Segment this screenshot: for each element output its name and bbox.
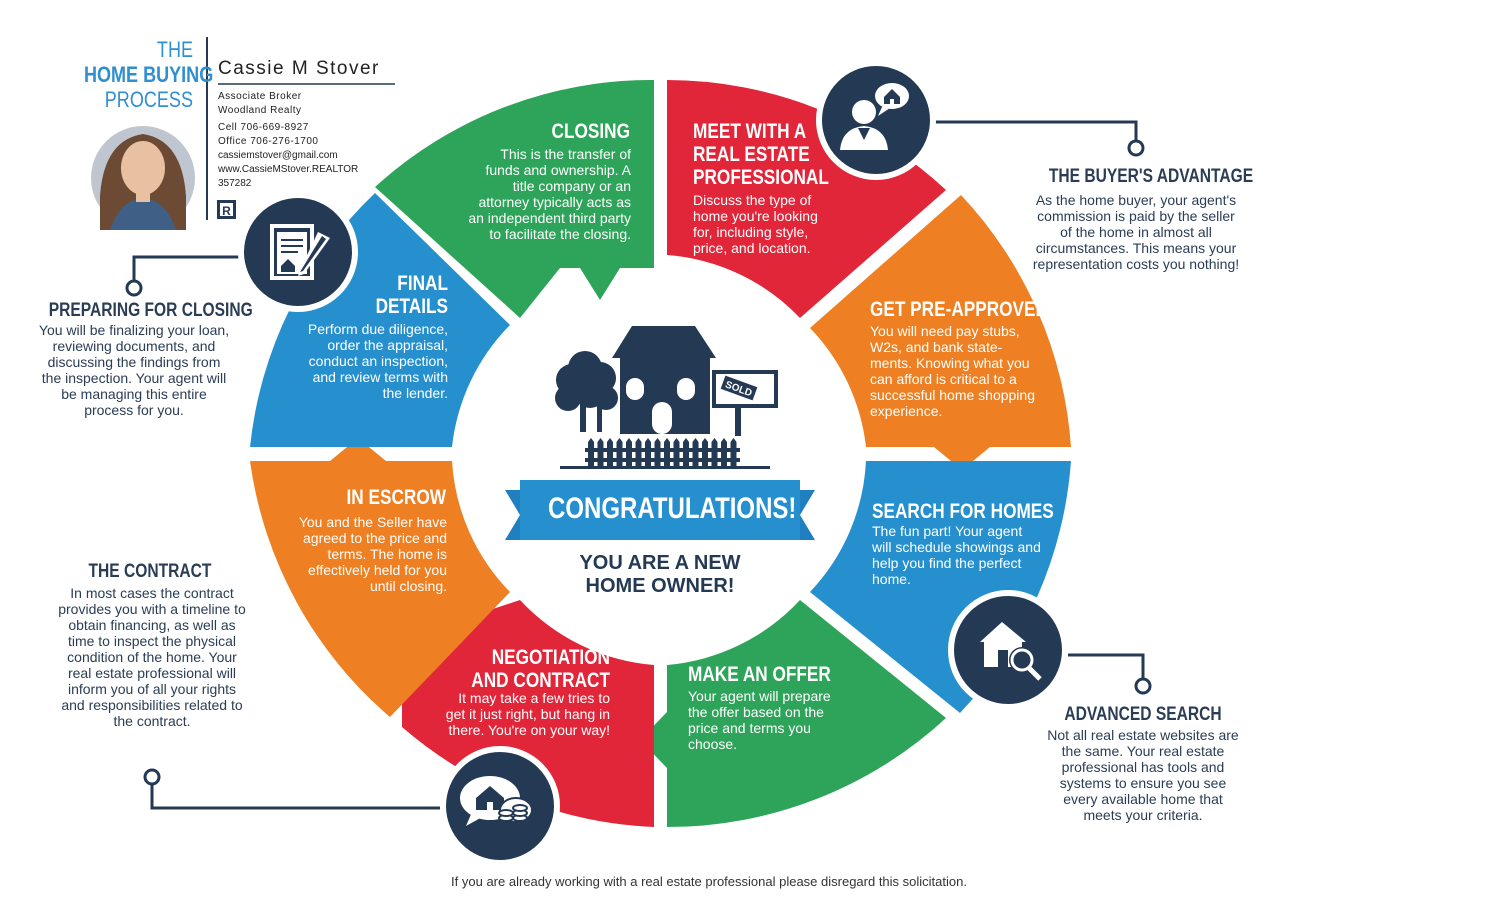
segment-escrow	[250, 438, 510, 717]
connector-buyers-advantage	[935, 120, 1138, 142]
agent-license: 357282	[218, 178, 252, 189]
banner-text: CONGRATULATIONS!	[548, 492, 797, 525]
segment-negotiation-body: It may take a few tries to get it just r…	[445, 690, 610, 738]
realtor-badge-letter: R	[222, 204, 231, 218]
fence-post	[626, 438, 632, 468]
segment-offer-title: MAKE AN OFFER	[688, 663, 831, 686]
icon-coins-circle	[440, 746, 560, 866]
buyers-advantage-title: THE BUYER'S ADVANTAGE	[1048, 166, 1254, 187]
segment-escrow-body: You and the Seller have agreed to the pr…	[298, 514, 447, 594]
fence-post	[597, 438, 604, 468]
segment-preapproved-title: GET PRE-APPROVED	[870, 298, 1048, 321]
brand-line-2: HOME BUYING	[83, 62, 214, 87]
segment-offer	[640, 600, 946, 828]
fence-post	[702, 438, 708, 468]
house-coins-chat-icon	[460, 776, 533, 826]
segment-offer-body: Your agent will prepare the offer based …	[688, 688, 831, 752]
tree-icon	[555, 351, 618, 432]
brand-title: THE HOME BUYING PROCESS	[60, 37, 214, 112]
brand-line-3: PROCESS	[104, 87, 193, 112]
segment-closing-body: This is the transfer of funds and owners…	[468, 146, 631, 242]
segment-escrow-title: IN ESCROW	[346, 486, 446, 509]
segment-closing-title: CLOSING	[551, 120, 630, 143]
fence-post	[635, 438, 642, 468]
agent-photo	[91, 126, 195, 230]
agent-house-bubble-icon	[840, 83, 909, 150]
fence-post	[711, 438, 718, 468]
house-search-icon	[980, 622, 1042, 681]
contract-title: THE CONTRACT	[88, 561, 212, 582]
preparing-body: You will be finalizing your loan, review…	[38, 322, 230, 418]
fence-post	[654, 438, 661, 468]
fence-post	[683, 438, 689, 468]
fence-post	[645, 438, 651, 468]
footer-disclaimer: If you are already working with a real e…	[451, 874, 967, 889]
connector-dots	[125, 139, 1152, 786]
document-sign-icon	[270, 224, 330, 280]
segment-meet-body: Discuss the type of home you're looking …	[693, 192, 818, 256]
contract-body: In most cases the contract provides you …	[58, 585, 246, 729]
fence-post	[607, 438, 613, 468]
fence-post	[616, 438, 623, 468]
advanced-search-title: ADVANCED SEARCH	[1064, 704, 1222, 725]
connector-advanced-search	[1068, 653, 1145, 680]
center-house-illustration: SOLD	[555, 326, 778, 469]
fence-post	[692, 438, 699, 468]
fence-post	[588, 438, 594, 468]
fence-post	[673, 438, 680, 468]
agent-cell: Cell 706-669-8927	[218, 122, 309, 133]
icon-search-circle	[948, 590, 1068, 710]
segment-final	[250, 193, 510, 447]
fence-icon	[585, 448, 740, 462]
brand-line-1: THE	[156, 37, 193, 62]
advanced-search-body: Not all real estate websites are the sam…	[1047, 727, 1239, 823]
segment-closing	[375, 79, 654, 318]
connector-lines	[132, 120, 1145, 810]
connector-preparing	[132, 255, 240, 282]
icon-agent-circle	[816, 60, 936, 180]
preparing-title: PREPARING FOR CLOSING	[48, 300, 253, 321]
sold-sign-icon: SOLD	[712, 370, 778, 436]
buyers-advantage-body: As the home buyer, your agent's commissi…	[1032, 192, 1240, 272]
agent-office: Office 706-276-1700	[218, 136, 319, 147]
fence-post	[730, 438, 737, 468]
congratulations-banner	[505, 480, 815, 540]
segment-preapproved-body: You will need pay stubs, W2s, and bank s…	[870, 323, 1035, 419]
house-icon	[612, 326, 716, 434]
agent-company: Woodland Realty	[218, 105, 302, 116]
connector-contract	[150, 783, 440, 810]
segment-final-body: Perform due diligence, order the apprais…	[307, 321, 448, 401]
segment-search-title: SEARCH FOR HOMES	[872, 500, 1054, 523]
agent-email[interactable]: cassiemstover@gmail.com	[218, 150, 338, 161]
agent-name: Cassie M Stover	[218, 58, 380, 79]
icon-document-circle	[238, 192, 358, 312]
fence-post	[721, 438, 727, 468]
fence-post	[664, 438, 670, 468]
segment-search-body: The fun part! Your agent will schedule s…	[872, 523, 1041, 587]
segment-preapproved	[810, 195, 1071, 470]
agent-title: Associate Broker	[218, 91, 302, 102]
agent-website[interactable]: www.CassieMStover.REALTOR	[218, 164, 359, 175]
